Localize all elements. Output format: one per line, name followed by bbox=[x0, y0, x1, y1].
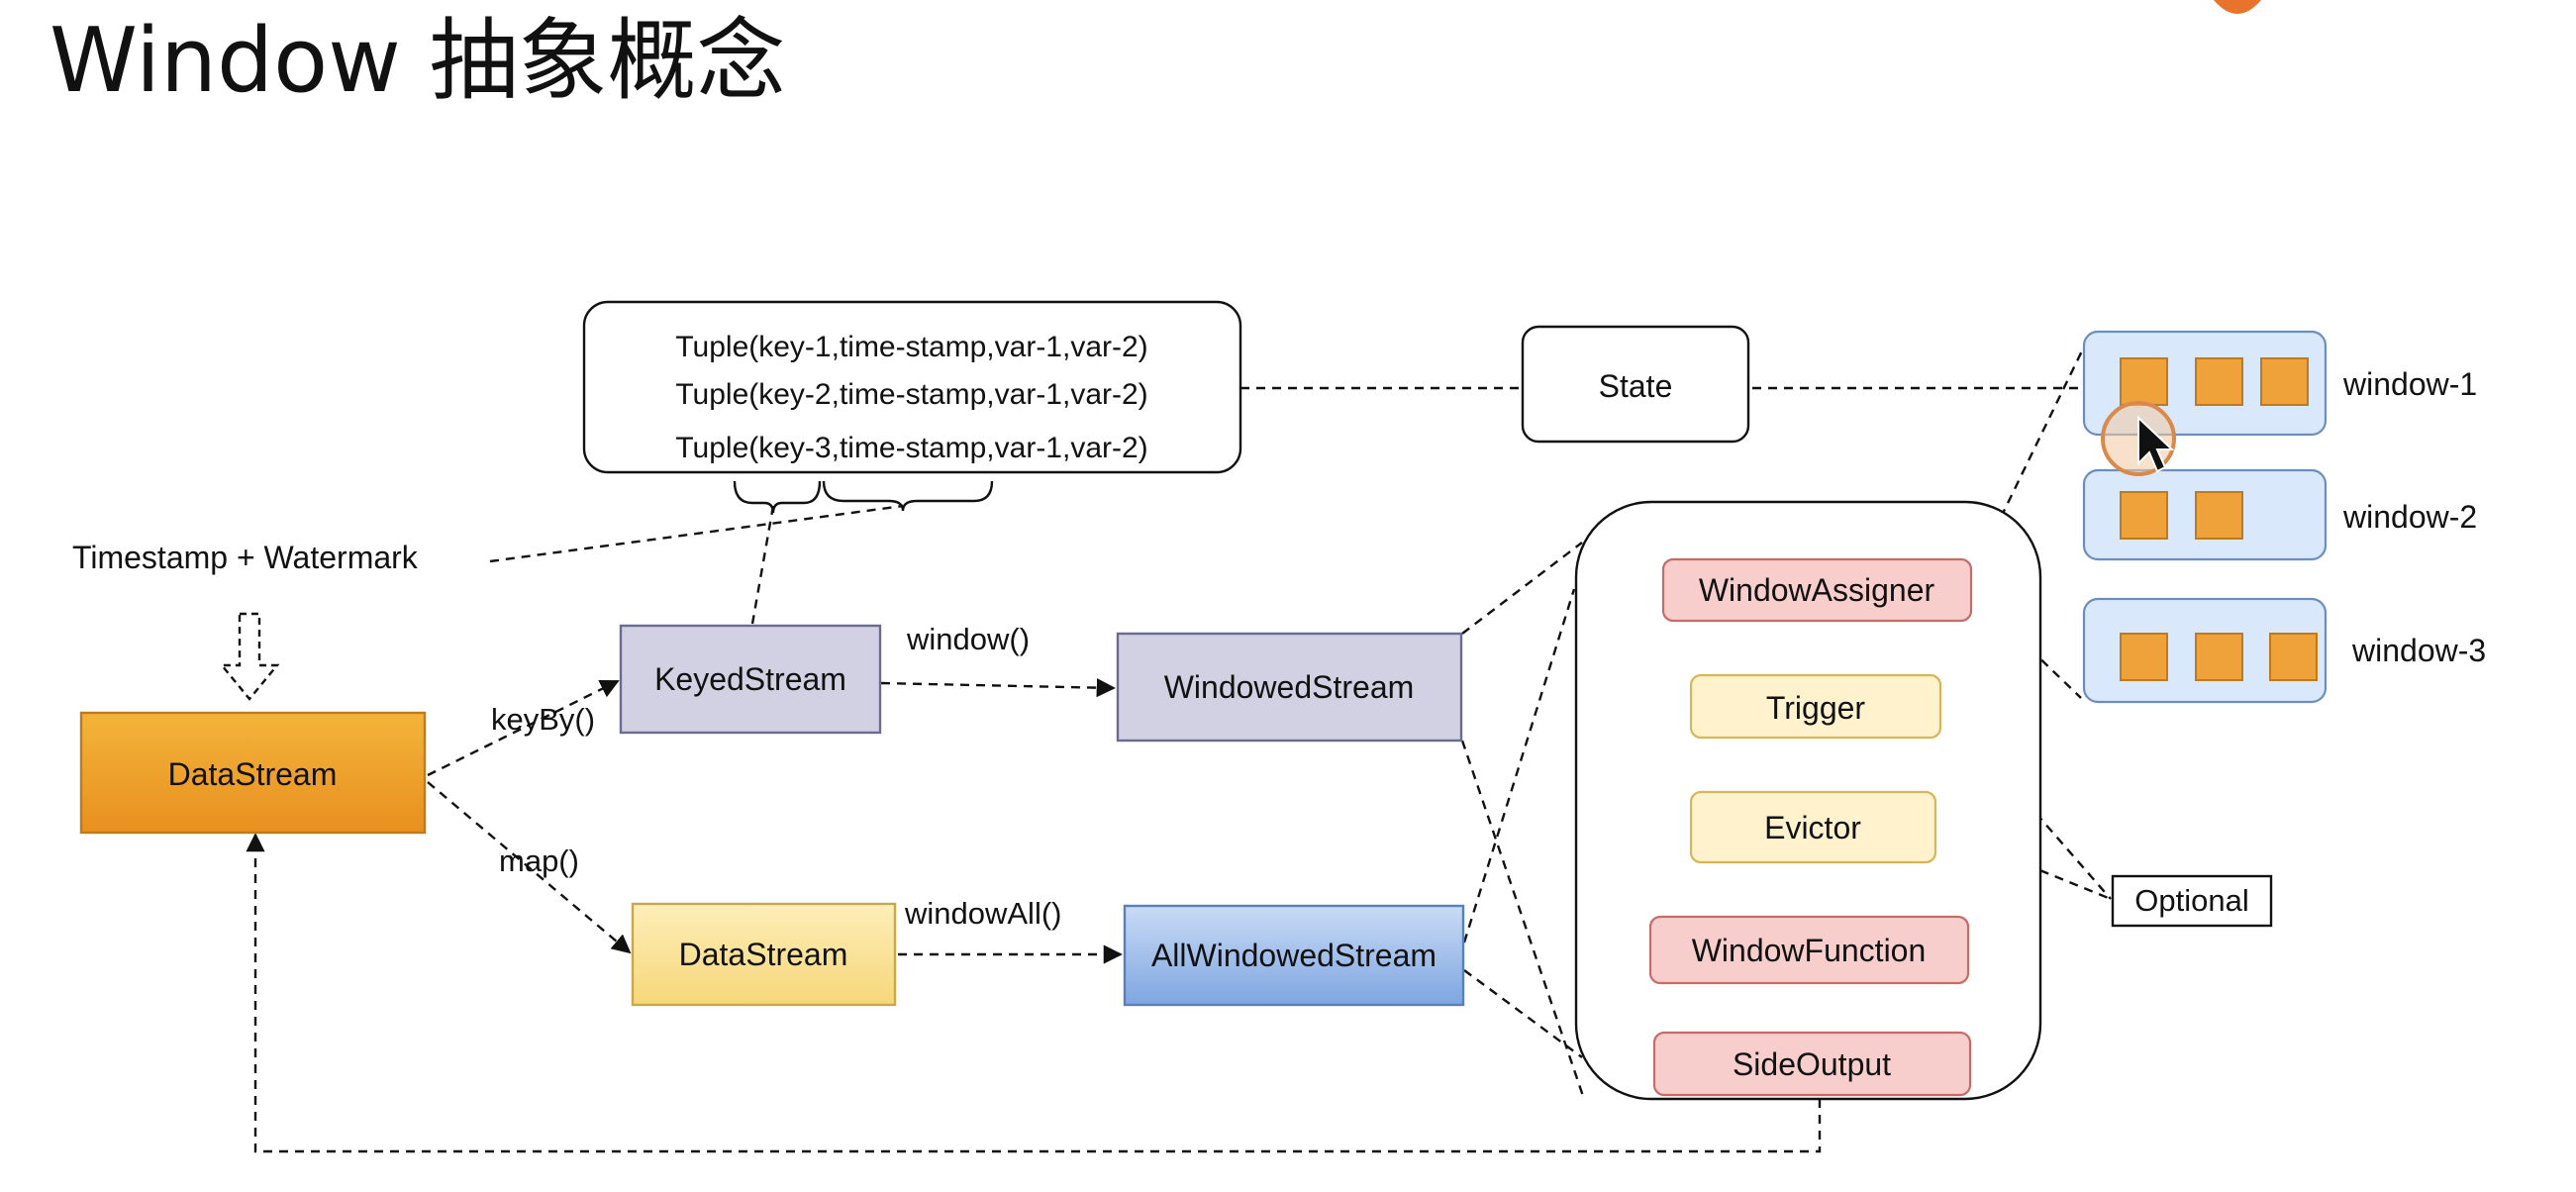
avatar-fragment bbox=[2214, 0, 2261, 14]
component-evictor: Evictor bbox=[1689, 790, 1937, 864]
window-edge bbox=[880, 678, 1116, 698]
svg-text:Trigger: Trigger bbox=[1766, 690, 1866, 726]
event-square bbox=[2120, 491, 2168, 540]
svg-text:AllWindowedStream: AllWindowedStream bbox=[1151, 938, 1437, 973]
allwindowed-to-container-top bbox=[1462, 588, 1576, 944]
svg-text:WindowedStream: WindowedStream bbox=[1164, 669, 1415, 705]
assigner-to-window1-top bbox=[1971, 332, 2093, 575]
keyed-stream-node: KeyedStream bbox=[619, 624, 882, 735]
event-square bbox=[2260, 357, 2309, 406]
mouse-cursor bbox=[2101, 401, 2176, 476]
datastream-mapped-node: DataStream bbox=[631, 902, 897, 1007]
timestamp-watermark-label: Timestamp + Watermark bbox=[72, 540, 419, 575]
map-label: map() bbox=[499, 844, 579, 878]
tuple-line: Tuple(key-1,time-stamp,var-1,var-2) bbox=[675, 331, 1147, 363]
component-side-output: SideOutput bbox=[1652, 1031, 1972, 1097]
map-edge bbox=[427, 781, 632, 954]
svg-text:WindowFunction: WindowFunction bbox=[1692, 933, 1927, 968]
all-windowed-stream-node: AllWindowedStream bbox=[1123, 904, 1465, 1007]
tuple-line: Tuple(key-3,time-stamp,var-1,var-2) bbox=[675, 432, 1147, 464]
sideoutput-return-loop bbox=[246, 833, 1822, 1153]
window-label: window-1 bbox=[2342, 366, 2477, 402]
windowed-stream-node: WindowedStream bbox=[1116, 632, 1463, 743]
window-call-label: window() bbox=[906, 622, 1030, 656]
keyby-edge bbox=[427, 679, 620, 777]
event-square bbox=[2120, 357, 2168, 406]
window-3-group: window-3 bbox=[2082, 597, 2486, 704]
svg-text:SideOutput: SideOutput bbox=[1733, 1046, 1891, 1082]
windowed-to-container-bottom bbox=[1460, 740, 1586, 1100]
component-window-assigner: WindowAssigner bbox=[1661, 557, 1973, 623]
optional-node: Optional bbox=[2111, 874, 2273, 928]
timestamp-to-brace-line bbox=[489, 504, 904, 563]
key-brace bbox=[733, 480, 822, 514]
tuple-box: Tuple(key-1,time-stamp,var-1,var-2) Tupl… bbox=[582, 300, 1242, 474]
state-node: State bbox=[1521, 325, 1750, 444]
svg-text:DataStream: DataStream bbox=[679, 937, 848, 972]
keyby-label: keyBy() bbox=[491, 702, 595, 737]
windowall-call-label: windowAll() bbox=[904, 896, 1061, 931]
timestamp-brace bbox=[822, 480, 994, 512]
svg-text:Evictor: Evictor bbox=[1764, 810, 1861, 845]
tuple-line: Tuple(key-2,time-stamp,var-1,var-2) bbox=[675, 378, 1147, 411]
event-square bbox=[2269, 633, 2318, 681]
svg-text:Optional: Optional bbox=[2134, 883, 2248, 918]
svg-text:KeyedStream: KeyedStream bbox=[654, 661, 846, 697]
allwindowed-to-container-bottom bbox=[1463, 969, 1583, 1058]
window-label: window-2 bbox=[2342, 499, 2477, 535]
event-square bbox=[2195, 491, 2243, 540]
svg-text:DataStream: DataStream bbox=[168, 756, 338, 792]
component-window-function: WindowFunction bbox=[1648, 915, 1970, 985]
component-trigger: Trigger bbox=[1689, 673, 1942, 740]
window-label: window-3 bbox=[2351, 633, 2486, 668]
event-square bbox=[2120, 633, 2168, 681]
event-square bbox=[2195, 633, 2243, 681]
svg-text:State: State bbox=[1599, 368, 1673, 404]
page-title: Window 抽象概念 bbox=[50, 9, 785, 113]
datastream-source-node: DataStream bbox=[79, 711, 427, 835]
watermark-down-arrow bbox=[219, 612, 280, 701]
window-2-group: window-2 bbox=[2082, 468, 2477, 561]
event-square bbox=[2195, 357, 2243, 406]
key-brace-to-keyedstream-line bbox=[750, 505, 775, 625]
svg-text:WindowAssigner: WindowAssigner bbox=[1699, 572, 1935, 608]
